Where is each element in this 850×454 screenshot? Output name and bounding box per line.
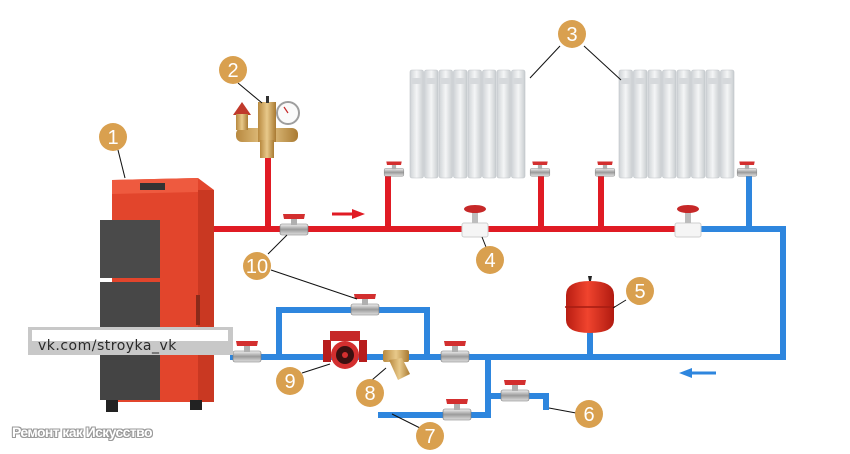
brand-caption: Ремонт как Искусство <box>12 424 153 440</box>
badge-circle <box>575 400 603 428</box>
badge-number: 4 <box>484 250 495 272</box>
badge-number: 5 <box>634 281 645 303</box>
badge-number: 2 <box>227 60 238 82</box>
expansion-tank <box>565 276 615 333</box>
radiator-section <box>705 69 720 179</box>
badge-number: 9 <box>284 371 295 393</box>
radiator-section <box>409 69 424 179</box>
badge-circle <box>558 20 586 48</box>
radiator-section <box>453 69 468 179</box>
radiator-section <box>647 69 662 179</box>
boiler-upper-door <box>100 220 160 278</box>
flow-arrow-supply <box>332 209 365 219</box>
callout-badges: 1 2 3 4 5 6 7 8 9 10 <box>99 20 654 450</box>
callout-badge-8: 8 <box>356 379 384 407</box>
drain-ball-valve[interactable] <box>442 398 472 421</box>
radiator1-outlet-valve[interactable] <box>529 161 551 177</box>
radiator-left <box>409 69 526 179</box>
callout-badge-4: 4 <box>476 246 504 274</box>
return-ball-valve[interactable] <box>440 340 470 363</box>
callout-badge-1: 1 <box>99 123 127 151</box>
circulation-pump <box>323 331 367 369</box>
radiator-section <box>720 69 735 179</box>
badge-number: 8 <box>364 383 375 405</box>
radiator-section <box>662 69 677 179</box>
badge-number: 6 <box>583 404 594 426</box>
badge-circle <box>356 379 384 407</box>
pump-bypass-ball-valve[interactable] <box>350 293 380 316</box>
radiator2-outlet-valve[interactable] <box>736 161 758 177</box>
radiator-section <box>467 69 482 179</box>
callout-badge-9: 9 <box>276 367 304 395</box>
badge-circle <box>99 123 127 151</box>
flow-arrow-return <box>679 368 716 378</box>
drain-line-pipe <box>378 354 491 418</box>
y-strainer-filter <box>383 350 410 380</box>
badge-number: 3 <box>566 24 577 46</box>
radiator-section <box>424 69 439 179</box>
radiator1-inlet-valve[interactable] <box>383 161 405 177</box>
watermark-url: vk.com/stroyka_vk <box>38 338 177 354</box>
badge-number: 10 <box>246 256 268 278</box>
callout-badge-6: 6 <box>575 400 603 428</box>
badge-circle <box>626 277 654 305</box>
air-vent <box>258 102 276 142</box>
radiator-section <box>676 69 691 179</box>
radiator-section <box>482 69 497 179</box>
radiator-section <box>691 69 706 179</box>
callout-badge-7: 7 <box>416 422 444 450</box>
safety-valve <box>233 102 251 115</box>
callout-badge-10: 10 <box>243 252 271 280</box>
leader-lines <box>117 45 627 429</box>
radiator-section <box>618 69 633 179</box>
boiler <box>100 178 214 412</box>
callout-badge-2: 2 <box>219 56 247 84</box>
return-pipes <box>230 175 786 418</box>
radiator-right <box>618 69 735 179</box>
bypass-globe-valve-2[interactable] <box>674 204 702 238</box>
radiator-section <box>496 69 511 179</box>
callout-badge-5: 5 <box>626 277 654 305</box>
fill-ball-valve[interactable] <box>500 379 530 402</box>
boiler-supply-ball-valve[interactable] <box>279 213 309 236</box>
callout-badge-3: 3 <box>558 20 586 48</box>
radiator-section <box>438 69 453 179</box>
badge-circle <box>276 367 304 395</box>
radiator-section <box>511 69 526 179</box>
badge-circle <box>416 422 444 450</box>
boiler-return-ball-valve[interactable] <box>232 340 262 363</box>
watermark-box: vk.com/stroyka_vk <box>28 327 233 355</box>
badge-number: 1 <box>107 127 118 149</box>
badge-number: 7 <box>424 426 435 448</box>
boiler-control-panel <box>140 183 165 190</box>
badge-circle <box>243 252 271 280</box>
badge-circle <box>219 56 247 84</box>
bypass-globe-valve-1[interactable] <box>461 204 489 238</box>
safety-group <box>233 96 300 158</box>
badge-circle <box>476 246 504 274</box>
radiator-section <box>633 69 648 179</box>
radiator2-inlet-valve[interactable] <box>594 161 616 177</box>
